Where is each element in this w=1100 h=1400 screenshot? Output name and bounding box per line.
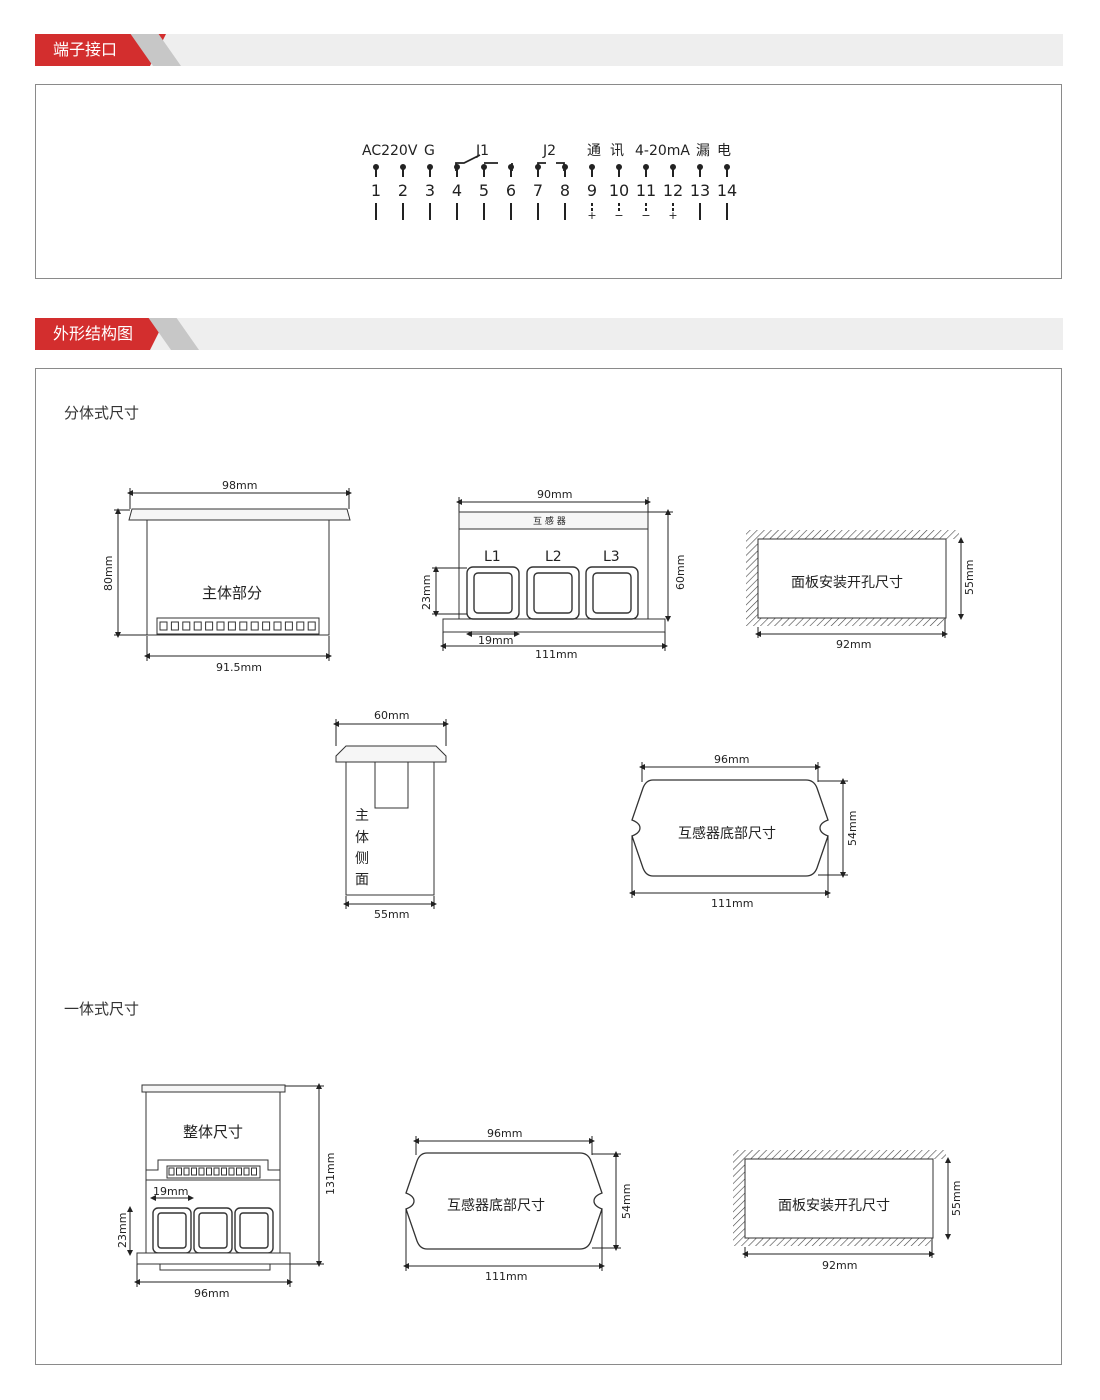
terminal-sign: + [668, 209, 677, 222]
panel-cut-label-split: 面板安装开孔尺寸 [791, 575, 903, 591]
panel-cut-width-integral: 92mm [822, 1259, 857, 1272]
ct-bottom-height-dim-split: 54mm [846, 811, 859, 846]
outline-frame [35, 368, 1062, 1365]
ct-front-top-dim: 90mm [537, 488, 572, 501]
main-front-bottom-dim: 91.5mm [216, 661, 262, 674]
section-title-terminal: 端子接口 [35, 34, 166, 66]
ct-front-l2: L2 [545, 549, 562, 565]
terminal-number: 6 [506, 181, 516, 200]
main-side-top-dim: 60mm [374, 709, 409, 722]
terminal-number: 1 [371, 181, 381, 200]
ct-bottom-label-integral: 互感器底部尺寸 [447, 1197, 545, 1214]
terminal-number: 3 [425, 181, 435, 200]
integral-bottom-dim: 96mm [194, 1287, 229, 1300]
terminal-sign: − [614, 209, 623, 222]
split-heading: 分体式尺寸 [64, 404, 140, 422]
terminal-number: 11 [636, 181, 656, 200]
panel-cut-drawing-split: 面板安装开孔尺寸 55mm 92mm [746, 530, 976, 651]
ct-bottom-drawing-integral: 96mm 互感器底部尺寸 54mm 111mm [403, 1127, 633, 1283]
integral-whole-drawing: 整体尺寸 19mm 23mm 131mm 96mm [116, 1083, 337, 1300]
terminal-header-ac: AC220V [362, 143, 418, 159]
ct-bottom-top-dim-integral: 96mm [487, 1127, 522, 1140]
main-side-label-3: 侧 [355, 851, 369, 867]
terminal-sign: + [587, 209, 596, 222]
integral-window-dim: 19mm [153, 1185, 188, 1198]
section-title-outline: 外形结构图 [35, 318, 166, 350]
ct-bottom-top-dim-split: 96mm [714, 753, 749, 766]
terminal-header-comm-1: 通 [587, 143, 601, 159]
terminal-number: 10 [609, 181, 629, 200]
integral-whole-label: 整体尺寸 [183, 1123, 243, 1141]
terminal-number: 8 [560, 181, 570, 200]
main-front-top-dim: 98mm [222, 479, 257, 492]
terminal-number: 2 [398, 181, 408, 200]
panel-cut-height-integral: 55mm [950, 1181, 963, 1216]
ct-front-label: 互 感 器 [533, 515, 566, 527]
terminal-number: 4 [452, 181, 462, 200]
ct-bottom-height-dim-integral: 54mm [620, 1184, 633, 1219]
integral-height-dim: 131mm [324, 1153, 337, 1195]
ct-bottom-bottom-dim-integral: 111mm [485, 1270, 527, 1283]
panel-cut-label-integral: 面板安装开孔尺寸 [778, 1198, 890, 1214]
terminal-number: 13 [690, 181, 710, 200]
terminal-number: 5 [479, 181, 489, 200]
terminal-number: 7 [533, 181, 543, 200]
main-side-drawing: 60mm 主 体 侧 面 55mm [333, 709, 449, 921]
terminal-number: 9 [587, 181, 597, 200]
ct-bottom-bottom-dim-split: 111mm [711, 897, 753, 910]
terminal-number: 14 [717, 181, 737, 200]
ct-bottom-drawing-split: 96mm 互感器底部尺寸 54mm 111mm [629, 753, 859, 910]
terminal-number: 12 [663, 181, 683, 200]
terminal-header-g: G [424, 143, 435, 159]
terminal-header-comm-2: 讯 [610, 143, 624, 159]
section-bar-terminal: 端子接口 [35, 34, 1063, 66]
terminal-header-analog: 4-20mA [635, 143, 690, 159]
ct-front-drawing: 90mm 互 感 器 L1 L2 L3 23mm 19mm 111mm 60mm [420, 488, 687, 661]
main-front-label: 主体部分 [202, 584, 262, 602]
panel-cut-height-split: 55mm [963, 560, 976, 595]
main-front-drawing: 98mm 主体部分 80mm 91.5mm [102, 479, 352, 674]
main-side-label-4: 面 [355, 872, 369, 888]
ct-front-l3: L3 [603, 549, 620, 565]
main-side-label-2: 体 [355, 830, 369, 846]
integral-window-h-dim: 23mm [116, 1213, 129, 1248]
terminal-header-j2: J2 [542, 143, 556, 159]
main-front-height-dim: 80mm [102, 556, 115, 591]
main-side-bottom-dim: 55mm [374, 908, 409, 921]
ct-front-window-dim: 23mm [420, 575, 433, 610]
ct-front-bottom-dim: 111mm [535, 648, 577, 661]
ct-front-l1: L1 [484, 549, 501, 565]
integral-heading: 一体式尺寸 [64, 1000, 140, 1018]
section-bar-outline: 外形结构图 [35, 318, 1063, 350]
ct-front-height-dim: 60mm [674, 555, 687, 590]
terminal-header-leak-2: 电 [717, 143, 731, 159]
panel-cut-drawing-integral: 面板安装开孔尺寸 55mm 92mm [733, 1150, 963, 1272]
panel-cut-width-split: 92mm [836, 638, 871, 651]
terminal-header-leak-1: 漏 [696, 143, 710, 159]
ct-bottom-label-split: 互感器底部尺寸 [678, 825, 776, 842]
main-side-label-1: 主 [355, 808, 369, 824]
ct-front-window-width-dim: 19mm [478, 634, 513, 647]
terminal-sign: − [641, 209, 650, 222]
